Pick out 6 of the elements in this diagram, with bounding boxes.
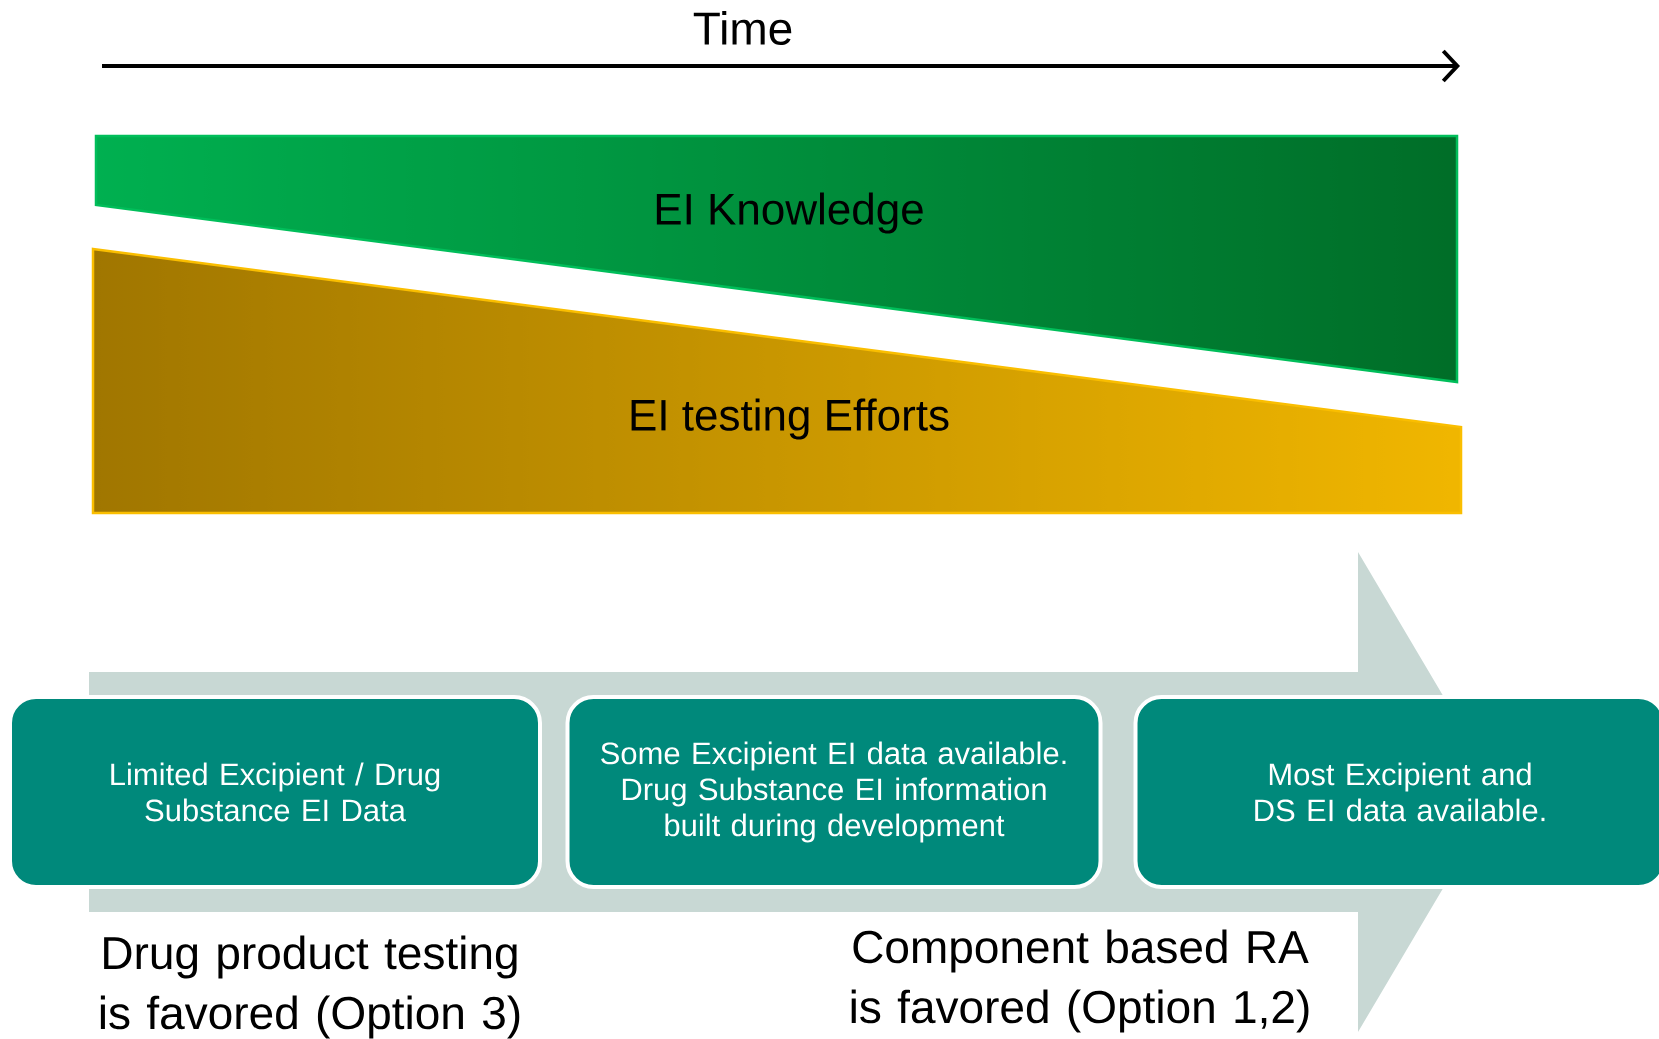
axis-title: Time	[693, 11, 792, 45]
stage-box: Most Excipient and DS EI data available.	[1133, 695, 1659, 889]
note: Drug product testing is favored (Option 3)	[100, 935, 520, 1039]
note: Component based RA is favored (Option 1,2)	[851, 929, 1309, 1033]
stage-box: Some Excipient EI data available. Drug Substance EI information built during development	[565, 695, 1103, 889]
stage-box: Limited Excipient / Drug Substance EI Data	[8, 695, 542, 889]
